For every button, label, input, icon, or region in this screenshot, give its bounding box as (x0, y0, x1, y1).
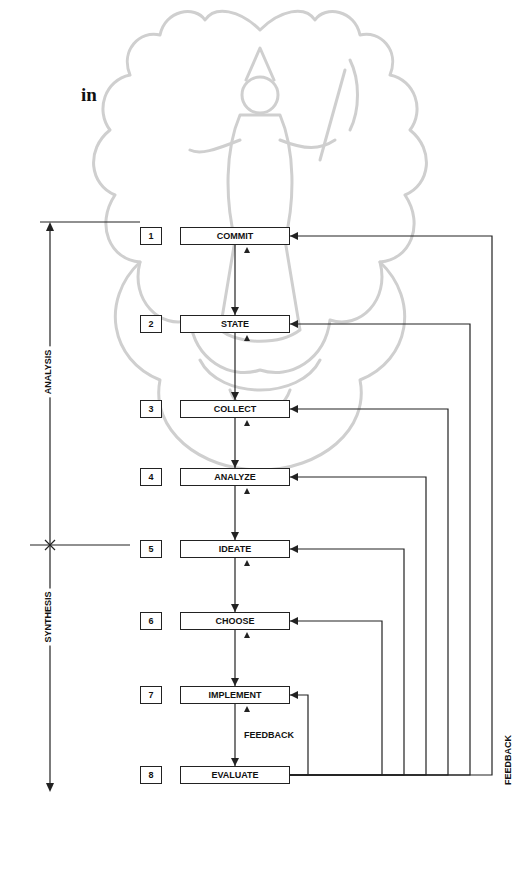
flow-arrow (234, 704, 235, 766)
feedback-arrow (290, 324, 470, 775)
feedback-arrow (290, 477, 426, 775)
feedback-arrow (290, 409, 448, 775)
step-number: 6 (140, 612, 162, 630)
lotus-outline (94, 11, 427, 372)
phase-label: SYNTHESIS (44, 588, 53, 645)
step-number-text: 3 (148, 405, 153, 414)
step-label: ANALYZE (214, 473, 256, 482)
step-number: 2 (140, 315, 162, 333)
step-box: IDEATE (180, 540, 290, 558)
step-label: IMPLEMENT (209, 691, 262, 700)
flow-arrow (234, 333, 235, 400)
edge-label: FEEDBACK (241, 731, 297, 740)
return-mark (244, 560, 250, 566)
step-number-text: 4 (148, 473, 153, 482)
step-box: COMMIT (180, 227, 290, 245)
step-number-text: 1 (148, 232, 153, 241)
bracket-line (40, 221, 140, 222)
bracket-line (49, 226, 50, 786)
step-box: COLLECT (180, 400, 290, 418)
step-number-text: 6 (148, 617, 153, 626)
step-number: 3 (140, 400, 162, 418)
arrowhead (46, 222, 54, 231)
step-number: 8 (140, 766, 162, 784)
feedback-arrow (290, 236, 492, 775)
step-label: COLLECT (214, 405, 257, 414)
step-box: CHOOSE (180, 612, 290, 630)
return-mark (244, 488, 250, 494)
step-number-text: 8 (148, 771, 153, 780)
step-number-text: 2 (148, 320, 153, 329)
return-mark (244, 420, 250, 426)
return-mark (244, 335, 250, 341)
lotus-outline (115, 262, 404, 470)
step-label: COMMIT (217, 232, 254, 241)
step-box: IMPLEMENT (180, 686, 290, 704)
cropped-text: in (78, 84, 100, 106)
phase-bracket (30, 222, 140, 786)
feedback-arrow (290, 621, 382, 775)
step-number: 5 (140, 540, 162, 558)
arrowhead (46, 783, 54, 792)
feedback-arrow (290, 549, 404, 775)
flow-arrow (234, 486, 235, 540)
feedback-label: FEEDBACK (504, 732, 513, 788)
return-mark (244, 706, 250, 712)
figure-head (242, 77, 278, 113)
step-label: EVALUATE (211, 771, 258, 780)
step-box: EVALUATE (180, 766, 290, 784)
step-label: IDEATE (219, 545, 251, 554)
return-mark (244, 247, 250, 253)
phase-label: ANALYSIS (44, 347, 53, 398)
step-label: STATE (221, 320, 249, 329)
step-box: ANALYZE (180, 468, 290, 486)
step-box: STATE (180, 315, 290, 333)
bracket-cross (45, 540, 55, 550)
return-mark (244, 632, 250, 638)
step-number-text: 7 (148, 691, 153, 700)
step-number: 4 (140, 468, 162, 486)
figure-crown (246, 48, 274, 80)
watermark (94, 11, 427, 470)
flow-arrow (234, 245, 235, 315)
step-number-text: 5 (148, 545, 153, 554)
flow-arrow (234, 630, 235, 686)
bracket-arrowheads (46, 222, 54, 792)
bracket-line (30, 544, 130, 545)
flow-arrow (234, 418, 235, 468)
flow-arrow (234, 558, 235, 612)
step-label: CHOOSE (215, 617, 254, 626)
figure-staff (320, 60, 358, 160)
step-number: 7 (140, 686, 162, 704)
step-number: 1 (140, 227, 162, 245)
figure-arm (190, 140, 335, 152)
